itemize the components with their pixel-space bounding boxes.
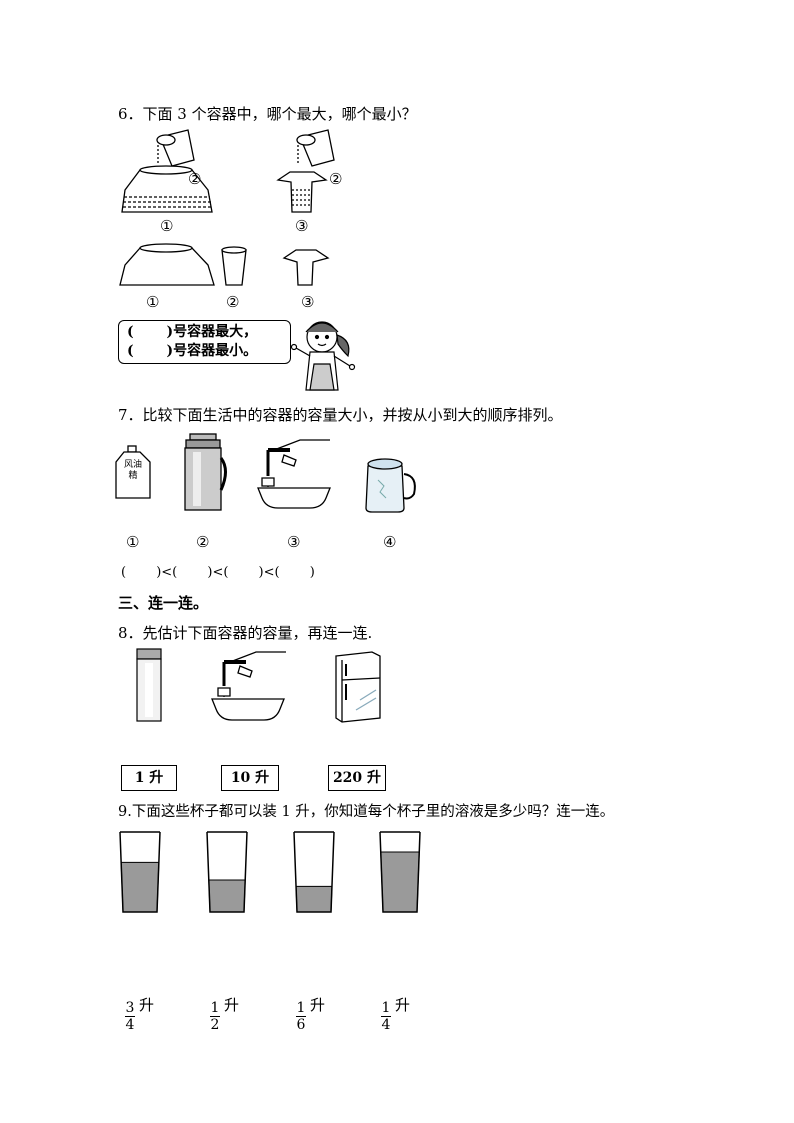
faucet-basin-icon <box>257 439 331 509</box>
cup-liquid <box>295 885 333 913</box>
container-3-filled-icon <box>276 171 328 213</box>
q9-title: 9.下面这些杯子都可以装 1 升，你知道每个杯子里的溶液是多少吗？连一连。 <box>118 804 615 820</box>
lotion-bottle-icon <box>136 648 162 722</box>
label-2-diagram2: ② <box>329 170 343 188</box>
fraction-numerator: 3 <box>125 1000 135 1016</box>
cup-3-icon[interactable] <box>293 831 335 913</box>
fraction-numerator: 1 <box>381 1000 391 1016</box>
cup-liquid <box>120 861 160 913</box>
fraction-unit: 升 <box>310 996 326 1014</box>
q7-number-3: ③ <box>287 533 301 551</box>
fraction-numerator: 1 <box>210 1000 220 1016</box>
capacity-box-1l[interactable]: 1 升 <box>121 765 177 791</box>
capacity-box-220l[interactable]: 220 升 <box>328 765 386 791</box>
label-container-3: ③ <box>301 293 315 311</box>
label-2-diagram1: ② <box>188 170 202 188</box>
container-1-icon <box>119 243 215 286</box>
fraction-numerator: 1 <box>296 1000 306 1016</box>
container-3-icon <box>282 249 330 286</box>
label-container-1: ① <box>146 293 160 311</box>
fraction-denominator: 2 <box>210 1017 220 1033</box>
q7-number-1: ① <box>126 533 140 551</box>
q8-title: 8．先估计下面容器的容量，再连一连. <box>118 624 373 642</box>
fraction-denominator: 6 <box>296 1017 306 1033</box>
container-2-icon <box>221 246 247 286</box>
cup-outline <box>293 831 335 913</box>
speech-bubble: ( )号容器最大， ( )号容器最小。 <box>118 320 291 364</box>
cup-pour-2-icon <box>296 129 335 167</box>
q6-title: 6．下面 3 个容器中，哪个最大，哪个最小？ <box>118 105 417 123</box>
cup-outline <box>379 831 421 913</box>
cup-outline <box>119 831 161 913</box>
q7-order-answer[interactable]: ( )<( )<( )<( ) <box>121 565 315 580</box>
cup-liquid <box>208 879 246 913</box>
container-1-filled-icon <box>121 165 213 213</box>
q7-title: 7．比较下面生活中的容器的容量大小，并按从小到大的顺序排列。 <box>118 406 563 424</box>
cup-liquid <box>380 851 420 913</box>
fraction-unit: 升 <box>395 996 411 1014</box>
fraction-unit: 升 <box>139 996 155 1014</box>
section-3-title: 三、连一连。 <box>118 594 209 612</box>
fraction-denominator: 4 <box>381 1017 391 1033</box>
cup-2-icon[interactable] <box>206 831 248 913</box>
q7-number-4: ④ <box>383 533 397 551</box>
cup-4-icon[interactable] <box>379 831 421 913</box>
label-3-diagram2: ③ <box>295 217 309 235</box>
fraction-denominator: 4 <box>125 1017 135 1033</box>
faucet-basin-2-icon <box>211 651 286 721</box>
fraction-unit: 升 <box>224 996 240 1014</box>
water-pitcher-icon <box>365 458 416 513</box>
oil-bottle-icon <box>115 445 151 499</box>
refrigerator-icon <box>335 651 381 723</box>
bubble-line-smallest: ( )号容器最小。 <box>127 343 258 359</box>
cup-outline <box>206 831 248 913</box>
label-1-diagram1: ① <box>160 217 174 235</box>
q7-number-2: ② <box>196 533 210 551</box>
bubble-line-largest: ( )号容器最大， <box>127 324 258 340</box>
label-container-2: ② <box>226 293 240 311</box>
oil-bottle-label: 风油精 <box>123 460 142 481</box>
thermos-icon <box>184 433 227 511</box>
cup-1-icon[interactable] <box>119 831 161 913</box>
cup-pour-1-icon <box>156 129 195 167</box>
girl-illustration-icon <box>290 321 356 391</box>
capacity-box-10l[interactable]: 10 升 <box>221 765 279 791</box>
